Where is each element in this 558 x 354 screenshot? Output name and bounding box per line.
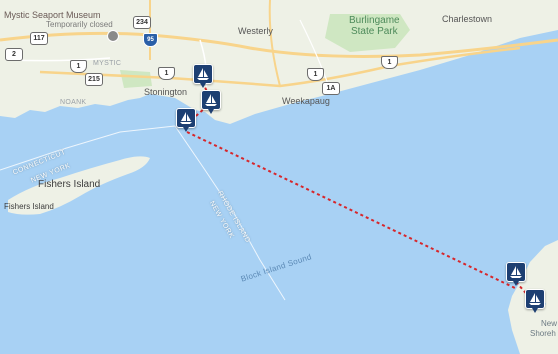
route-215-shield: 215 [85, 73, 103, 86]
boat-marker-stonington-point[interactable] [176, 108, 196, 132]
boat-marker-stonington-harbor[interactable] [201, 90, 221, 114]
route-1a-shield: 1A [322, 82, 340, 95]
place-new-shoreham-line1: New [541, 319, 558, 328]
park-burlingame: Burlingame State Park [349, 15, 400, 37]
sailboat-icon [529, 293, 541, 305]
museum-icon[interactable] [107, 30, 119, 42]
boat-marker-stonington-north[interactable] [193, 64, 213, 88]
poi-mystic-seaport-museum[interactable]: Mystic Seaport Museum Temporarily closed [4, 10, 113, 30]
state-boundary-ct-ny [0, 125, 176, 171]
place-noank: NOANK [60, 99, 87, 106]
interstate-95-shield: 95 [143, 33, 158, 47]
route-1-shield-stonington: 1 [158, 67, 175, 80]
poi-name: Mystic Seaport Museum [4, 10, 101, 20]
state-boundary-ri-ny [174, 125, 286, 301]
route-1-shield-far-east: 1 [381, 56, 398, 69]
route-1-shield-east: 1 [307, 68, 324, 81]
sailboat-icon [510, 266, 522, 278]
place-mystic: MYSTIC [93, 60, 122, 67]
route-234-shield: 234 [133, 16, 151, 29]
ferry-route-line [186, 131, 516, 289]
boat-marker-block-island-north[interactable] [506, 262, 526, 286]
sailboat-icon [180, 112, 192, 124]
sailboat-icon [197, 68, 209, 80]
boat-marker-block-island-harbor[interactable] [525, 289, 545, 313]
fishers-island [8, 156, 150, 215]
route-2-shield: 2 [5, 48, 23, 61]
road-i95 [0, 31, 558, 58]
route-1-shield-mystic: 1 [70, 60, 87, 73]
place-westerly: Westerly [238, 26, 273, 36]
park-area [325, 14, 410, 52]
park-name-line2: State Park [350, 26, 398, 37]
island-fishers-island-small: Fishers Island [4, 202, 54, 211]
place-weekapaug: Weekapaug [282, 96, 330, 106]
ferry-route-connector [186, 107, 206, 125]
place-new-shoreham-line2: Shoreh [530, 329, 556, 338]
poi-status: Temporarily closed [46, 20, 113, 30]
route-117-shield: 117 [30, 32, 48, 45]
mainland [0, 0, 558, 124]
sailboat-icon [205, 94, 217, 106]
island-fishers-island: Fishers Island [38, 179, 101, 190]
place-stonington: Stonington [144, 87, 188, 97]
park-name-line1: Burlingame [349, 15, 400, 26]
place-charlestown: Charlestown [442, 14, 493, 24]
